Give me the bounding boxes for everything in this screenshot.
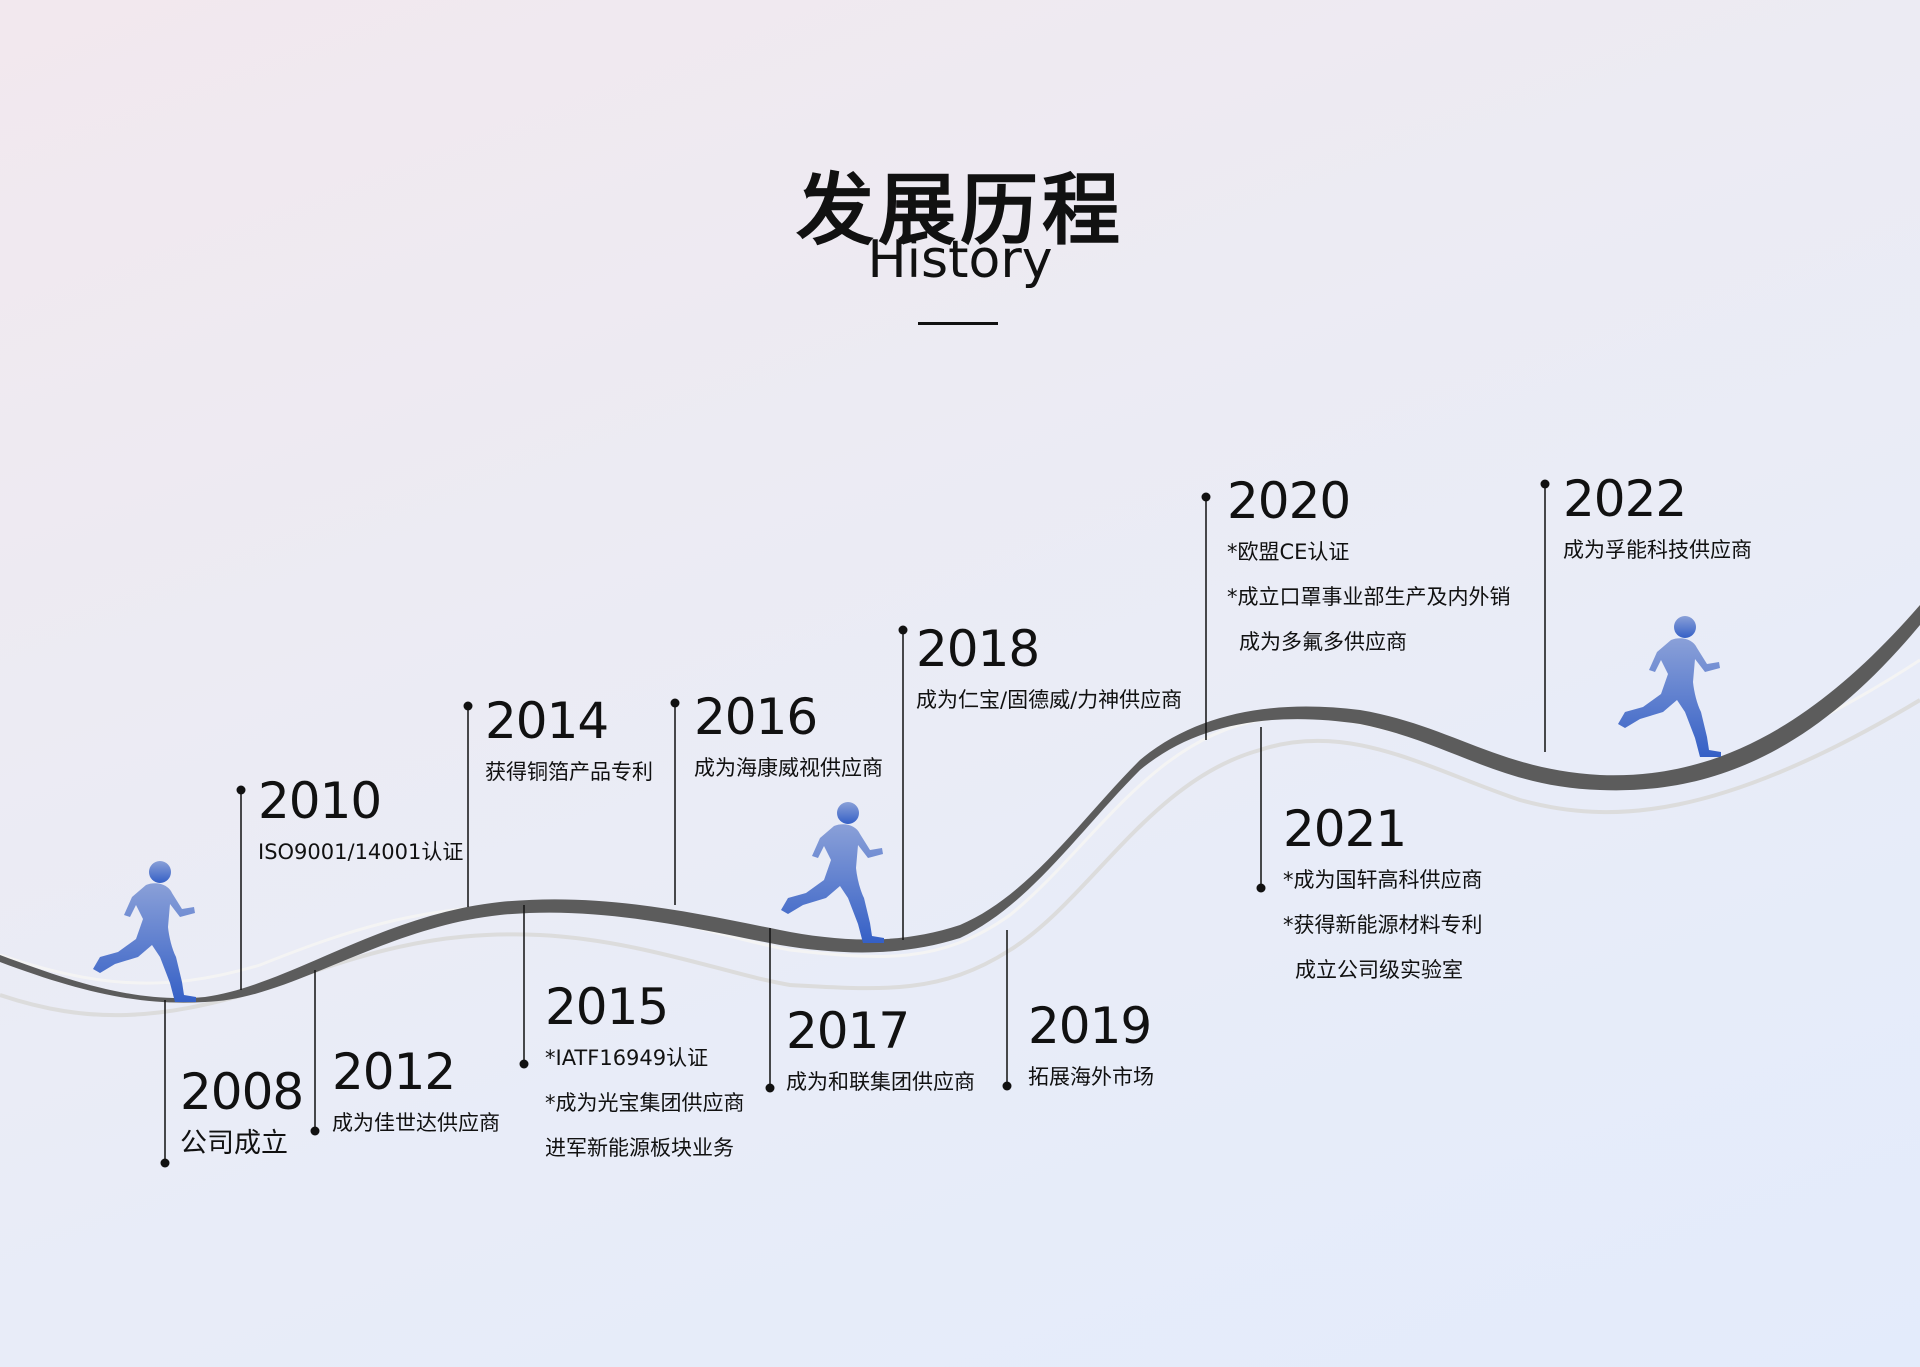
dot-2021 — [1256, 883, 1266, 893]
page-title: 发展历程 — [795, 166, 1124, 256]
milestone-line: 公司成立 — [180, 1128, 288, 1159]
title-underline — [918, 322, 998, 325]
milestone-line: 成为海康威视供应商 — [694, 756, 883, 780]
runner-icon — [781, 802, 884, 943]
milestone-year: 2019 — [1028, 997, 1152, 1055]
milestone-year: 2016 — [694, 688, 818, 746]
dot-2012 — [310, 1126, 320, 1136]
dot-2019 — [1002, 1081, 1012, 1091]
milestone-line: *成为光宝集团供应商 — [545, 1091, 745, 1115]
milestone-year: 2008 — [180, 1063, 304, 1121]
milestone-2014: 2014 获得铜箔产品专利 — [485, 692, 653, 795]
milestone-line: 成为孚能科技供应商 — [1563, 538, 1752, 562]
milestone-2020: 2020 *欧盟CE认证 *成立口罩事业部生产及内外销 成为多氟多供应商 — [1227, 472, 1511, 665]
dot-2022 — [1540, 479, 1550, 489]
milestone-2015: 2015 *IATF16949认证 *成为光宝集团供应商 进军新能源板块业务 — [545, 978, 745, 1171]
milestone-2010: 2010 ISO9001/14001认证 — [258, 772, 463, 875]
dot-2015 — [519, 1059, 529, 1069]
dot-2014 — [463, 701, 473, 711]
milestone-2018: 2018 成为仁宝/固德威/力神供应商 — [916, 620, 1182, 723]
milestone-desc: 拓展海外市场 — [1028, 1055, 1154, 1100]
milestone-desc: 成为孚能科技供应商 — [1563, 528, 1752, 573]
milestone-line: *IATF16949认证 — [545, 1046, 709, 1070]
milestone-2021: 2021 *成为国轩高科供应商 *获得新能源材料专利 成立公司级实验室 — [1283, 800, 1483, 993]
page-subtitle: History — [867, 230, 1053, 290]
milestone-2012: 2012 成为佳世达供应商 — [332, 1043, 500, 1146]
milestone-line: *获得新能源材料专利 — [1283, 913, 1483, 937]
dot-2010 — [236, 785, 246, 795]
milestone-year: 2017 — [786, 1002, 910, 1060]
milestone-desc: 成为佳世达供应商 — [332, 1101, 500, 1146]
milestone-desc: ISO9001/14001认证 — [258, 830, 463, 875]
milestone-desc: 获得铜箔产品专利 — [485, 750, 653, 795]
milestone-year: 2020 — [1227, 472, 1351, 530]
dot-2017 — [765, 1083, 775, 1093]
milestone-line: ISO9001/14001认证 — [258, 840, 464, 864]
milestone-year: 2022 — [1563, 470, 1687, 528]
milestone-line: 进军新能源板块业务 — [545, 1136, 734, 1160]
milestone-year: 2012 — [332, 1043, 456, 1101]
milestone-desc: *IATF16949认证 *成为光宝集团供应商 进军新能源板块业务 — [545, 1036, 745, 1171]
milestone-year: 2021 — [1283, 800, 1407, 858]
milestone-line: *欧盟CE认证 — [1227, 540, 1350, 564]
dot-2020 — [1201, 492, 1211, 502]
milestone-desc: 成为仁宝/固德威/力神供应商 — [916, 678, 1182, 723]
milestone-line: 成为多氟多供应商 — [1239, 630, 1407, 654]
milestone-2008: 2008 公司成立 — [180, 1063, 304, 1166]
milestone-2019: 2019 拓展海外市场 — [1028, 997, 1154, 1100]
milestone-2017: 2017 成为和联集团供应商 — [786, 1002, 975, 1105]
milestone-line: 成为佳世达供应商 — [332, 1111, 500, 1135]
runner-icon — [1618, 616, 1721, 757]
milestone-line: 成立公司级实验室 — [1295, 958, 1463, 982]
milestone-line: 获得铜箔产品专利 — [485, 760, 653, 784]
milestone-2016: 2016 成为海康威视供应商 — [694, 688, 883, 791]
milestone-2022: 2022 成为孚能科技供应商 — [1563, 470, 1752, 573]
milestone-line: *成为国轩高科供应商 — [1283, 868, 1483, 892]
dot-2016 — [670, 698, 680, 708]
milestone-desc: 成为海康威视供应商 — [694, 746, 883, 791]
milestone-desc: 成为和联集团供应商 — [786, 1060, 975, 1105]
milestone-line: *成立口罩事业部生产及内外销 — [1227, 585, 1511, 609]
dot-2008 — [160, 1158, 170, 1168]
milestone-line: 拓展海外市场 — [1028, 1065, 1154, 1089]
milestone-desc: 公司成立 — [180, 1121, 303, 1166]
milestone-year: 2018 — [916, 620, 1040, 678]
milestone-year: 2015 — [545, 978, 669, 1036]
milestone-line: 成为仁宝/固德威/力神供应商 — [916, 688, 1183, 712]
milestone-year: 2010 — [258, 772, 382, 830]
dot-2018 — [898, 625, 908, 635]
milestone-desc: *成为国轩高科供应商 *获得新能源材料专利 成立公司级实验室 — [1283, 858, 1483, 993]
milestone-line: 成为和联集团供应商 — [786, 1070, 975, 1094]
milestone-year: 2014 — [485, 692, 609, 750]
milestone-desc: *欧盟CE认证 *成立口罩事业部生产及内外销 成为多氟多供应商 — [1227, 530, 1511, 665]
